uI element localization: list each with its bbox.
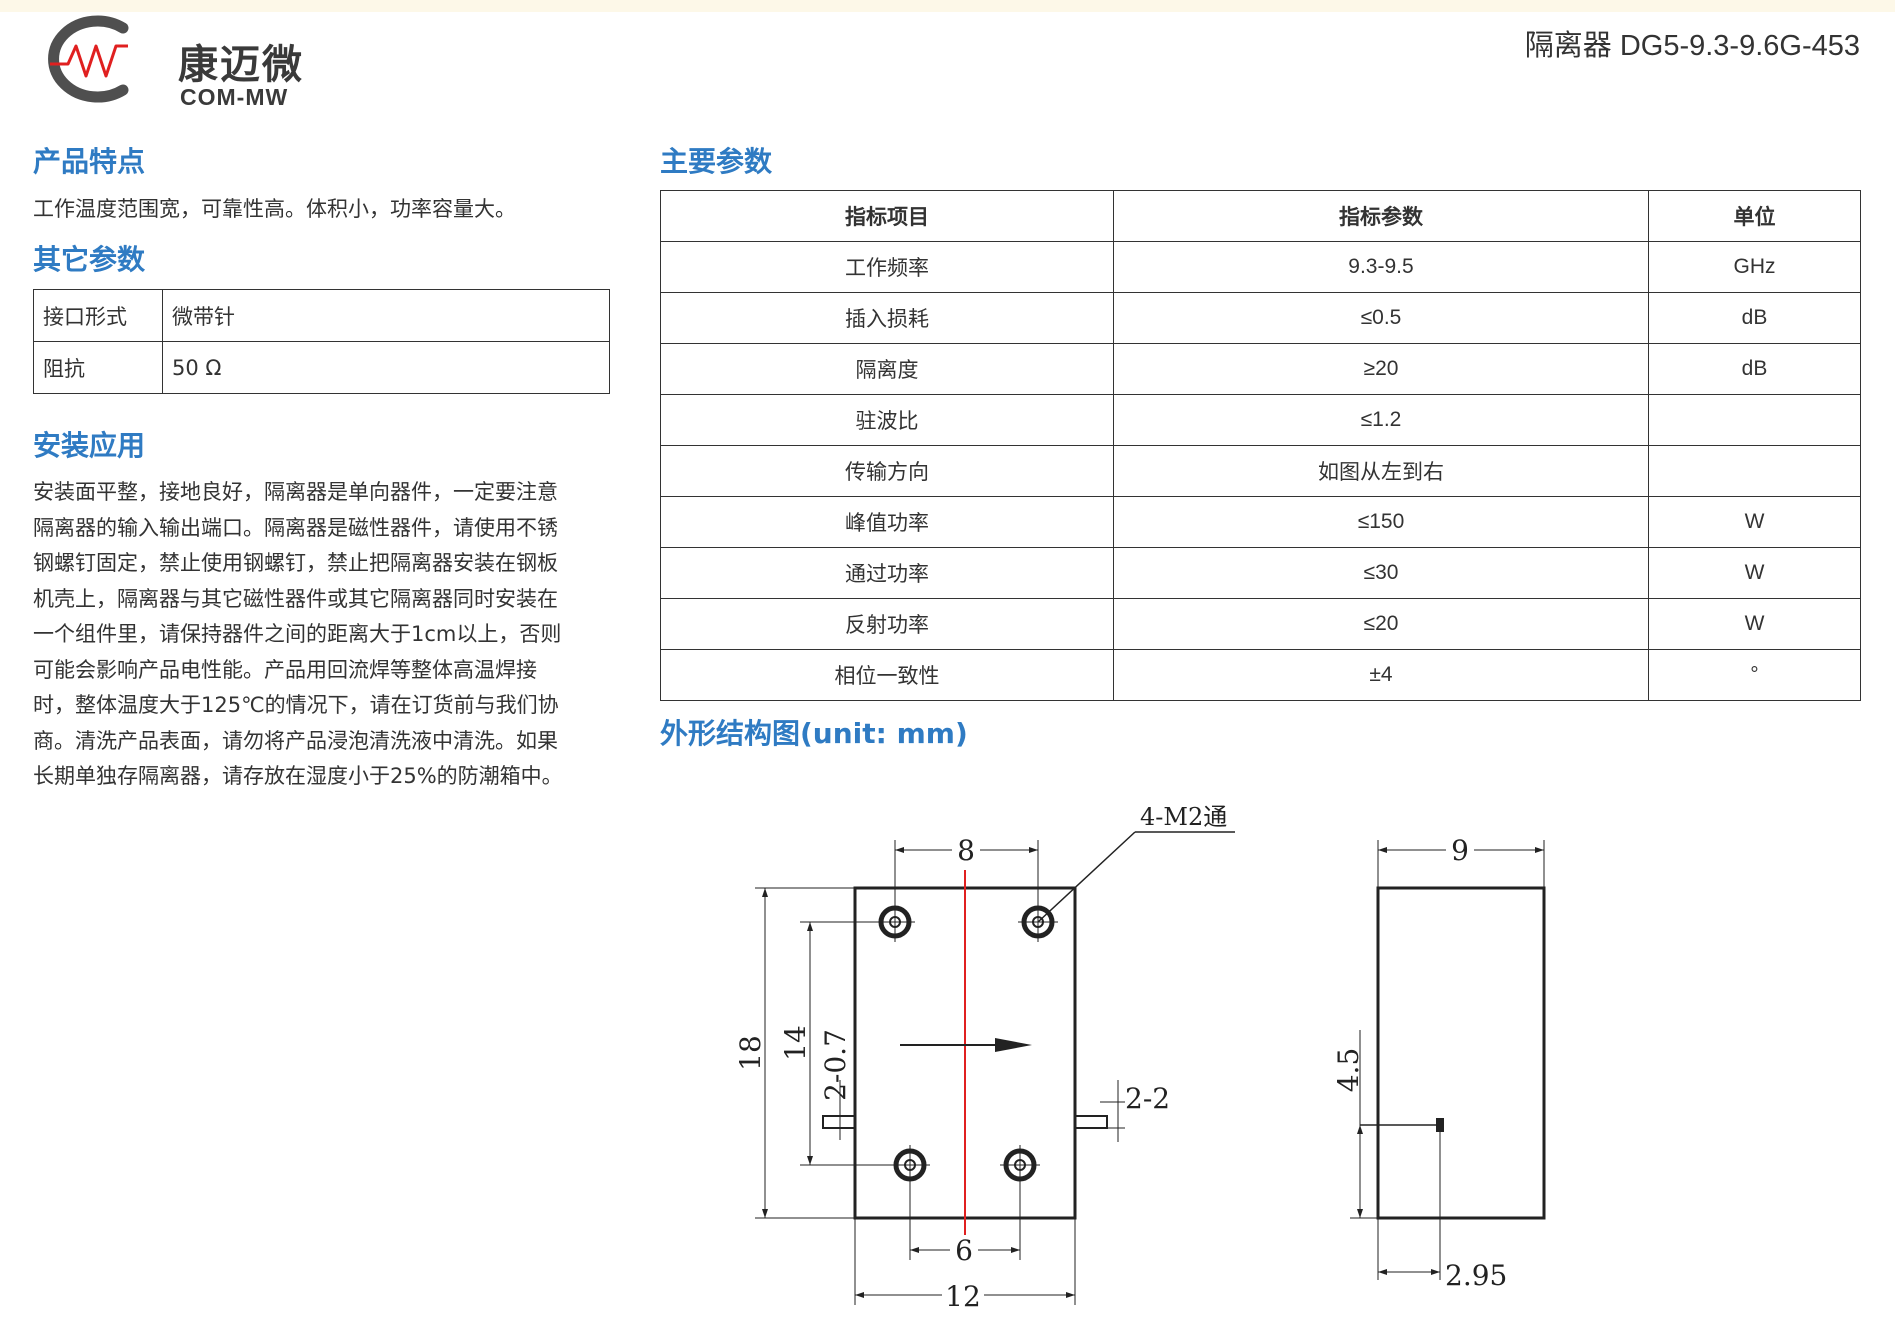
text-line: 商。清洗产品表面，请勿将产品浸泡清洗液中清洗。如果 — [33, 728, 558, 753]
param-value: 50 Ω — [162, 341, 610, 394]
table-row: 峰值功率 ≤150 W — [660, 496, 1861, 548]
other-params-title: 其它参数 — [33, 243, 146, 276]
cell-value: ≤20 — [1113, 598, 1649, 650]
features-title: 产品特点 — [33, 145, 146, 178]
table-row: 插入损耗 ≤0.5 dB — [660, 292, 1861, 344]
other-params-table: 接口形式 微带针 阻抗 50 Ω — [33, 289, 610, 394]
table-header-row: 指标项目 指标参数 单位 — [660, 190, 1861, 242]
cell-value: 如图从左到右 — [1113, 445, 1649, 497]
cell-unit: ° — [1648, 649, 1861, 701]
param-label: 接口形式 — [33, 289, 163, 342]
outline-title: 外形结构图(unit: mm) — [660, 717, 968, 750]
dim-6-label: 6 — [955, 1234, 973, 1267]
table-row: 接口形式 微带针 — [33, 289, 610, 342]
install-text: 安装面平整，接地良好，隔离器是单向器件，一定要注意 隔离器的输入输出端口。隔离器… — [33, 475, 563, 795]
cell-value: ±4 — [1113, 649, 1649, 701]
text-line: 机壳上，隔离器与其它磁性器件或其它隔离器同时安装在 — [33, 586, 558, 611]
top-bar — [0, 0, 1895, 12]
cell-item: 隔离度 — [660, 343, 1114, 395]
main-params-table: 指标项目 指标参数 单位 工作频率 9.3-9.5 GHz 插入损耗 ≤0.5 … — [660, 190, 1861, 701]
cell-unit: dB — [1648, 292, 1861, 344]
param-value: 微带针 — [162, 289, 610, 342]
dim-295-label: 2.95 — [1445, 1259, 1507, 1292]
table-row: 工作频率 9.3-9.5 GHz — [660, 241, 1861, 293]
direction-arrow-icon — [900, 1038, 1032, 1052]
table-row: 通过功率 ≤30 W — [660, 547, 1861, 599]
cell-unit — [1648, 394, 1861, 446]
cell-unit: W — [1648, 598, 1861, 650]
install-title: 安装应用 — [33, 429, 146, 462]
brand-name-cn: 康迈微 — [178, 42, 304, 88]
cell-unit: W — [1648, 496, 1861, 548]
col-header-unit: 单位 — [1648, 190, 1861, 242]
text-line: 可能会影响产品电性能。产品用回流焊等整体高温焊接 — [33, 657, 537, 682]
cell-unit — [1648, 445, 1861, 497]
text-line: 一个组件里，请保持器件之间的距离大于1cm以上，否则 — [33, 622, 562, 646]
cell-value: 9.3-9.5 — [1113, 241, 1649, 293]
cell-item: 插入损耗 — [660, 292, 1114, 344]
cell-item: 驻波比 — [660, 394, 1114, 446]
table-row: 传输方向 如图从左到右 — [660, 445, 1861, 497]
brand-name-en: COM-MW — [180, 84, 289, 110]
text-line: 长期单独存隔离器，请存放在湿度小于25%的防潮箱中。 — [33, 764, 563, 788]
dim-2-07-label: 2-0.7 — [819, 1029, 852, 1101]
table-row: 相位一致性 ±4 ° — [660, 649, 1861, 701]
cell-value: ≤1.2 — [1113, 394, 1649, 446]
dim-9-label: 9 — [1451, 834, 1469, 867]
mounting-hole-icon — [1000, 1145, 1040, 1185]
cell-unit: dB — [1648, 343, 1861, 395]
dim-12-label: 12 — [945, 1280, 981, 1310]
table-row: 反射功率 ≤20 W — [660, 598, 1861, 650]
text-line: 隔离器的输入输出端口。隔离器是磁性器件，请使用不锈 — [33, 515, 558, 540]
text-line: 安装面平整，接地良好，隔离器是单向器件，一定要注意 — [33, 480, 558, 504]
dim-45-label: 4.5 — [1332, 1048, 1365, 1093]
outline-drawing: 8 4-M2通 18 14 2-0.7 2-2 6 — [734, 803, 1546, 1310]
document-title: 隔离器 DG5-9.3-9.6G-453 — [1524, 30, 1860, 62]
cell-unit: W — [1648, 547, 1861, 599]
cell-value: ≥20 — [1113, 343, 1649, 395]
input-pin — [822, 1115, 856, 1129]
brand-logo[interactable]: 康迈微 COM-MW — [28, 14, 348, 110]
logo-mark-icon — [48, 15, 129, 103]
cell-item: 反射功率 — [660, 598, 1114, 650]
text-line: 时，整体温度大于125℃的情况下，请在订货前与我们协 — [33, 693, 559, 717]
cell-value: ≤30 — [1113, 547, 1649, 599]
output-pin — [1074, 1115, 1108, 1129]
cell-item: 通过功率 — [660, 547, 1114, 599]
side-body-outline — [1376, 886, 1546, 1220]
cell-value: ≤0.5 — [1113, 292, 1649, 344]
table-row: 阻抗 50 Ω — [33, 341, 610, 394]
hole-note-label: 4-M2通 — [1140, 803, 1227, 831]
mounting-hole-icon — [890, 1145, 930, 1185]
table-row: 隔离度 ≥20 dB — [660, 343, 1861, 395]
cell-item: 峰值功率 — [660, 496, 1114, 548]
cell-item: 工作频率 — [660, 241, 1114, 293]
dim-14-label: 14 — [779, 1025, 812, 1061]
dim-2-2-label: 2-2 — [1125, 1082, 1170, 1115]
col-header-value: 指标参数 — [1113, 190, 1649, 242]
cell-unit: GHz — [1648, 241, 1861, 293]
dim-18-label: 18 — [734, 1035, 767, 1071]
col-header-item: 指标项目 — [660, 190, 1114, 242]
main-params-title: 主要参数 — [660, 145, 773, 178]
text-line: 钢螺钉固定，禁止使用钢螺钉，禁止把隔离器安装在钢板 — [33, 551, 558, 575]
param-label: 阻抗 — [33, 341, 163, 394]
table-row: 驻波比 ≤1.2 — [660, 394, 1861, 446]
dim-8-label: 8 — [957, 834, 975, 867]
cell-value: ≤150 — [1113, 496, 1649, 548]
features-text: 工作温度范围宽，可靠性高。体积小，功率容量大。 — [33, 197, 516, 221]
side-pin — [1436, 1118, 1444, 1132]
cell-item: 传输方向 — [660, 445, 1114, 497]
cell-item: 相位一致性 — [660, 649, 1114, 701]
